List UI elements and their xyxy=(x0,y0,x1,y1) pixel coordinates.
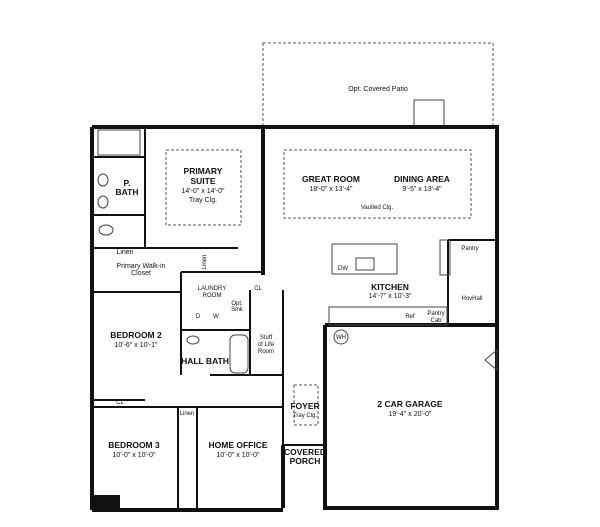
toilet-icon xyxy=(98,224,114,236)
corner-pillar xyxy=(92,495,120,510)
walkin-closet-label: Closet xyxy=(131,270,151,277)
interior-walls xyxy=(92,127,497,508)
linen-label: Linen xyxy=(202,255,208,270)
opt-sink-label: Sink xyxy=(231,307,244,313)
bedroom-2-label: BEDROOM 2 xyxy=(110,330,162,340)
closet-label: CL xyxy=(116,400,124,406)
pantry-cab-label: Pantry xyxy=(427,311,444,317)
garage-dims: 19'-4" x 20'-0" xyxy=(388,411,432,418)
dryer-label: D xyxy=(196,314,201,320)
sink-icon xyxy=(355,257,375,271)
ref-label: Ref xyxy=(405,314,415,320)
hovhall-label: HovHall xyxy=(461,296,482,302)
stuff-of-life-label: Room xyxy=(258,349,274,355)
p-bath-label: P. xyxy=(124,178,131,188)
bedroom-2-dims: 10'-6" x 10'-1" xyxy=(114,342,158,349)
vanity-sink-icon xyxy=(97,195,109,209)
opt-sink-label: Opt. xyxy=(231,301,243,307)
water-heater-label: WH xyxy=(336,335,346,341)
primary-tray-ceiling xyxy=(165,149,242,226)
washer-label: W xyxy=(213,314,219,320)
hall-bath-label: HALL BATH xyxy=(181,356,229,366)
fridge-nook xyxy=(439,239,451,276)
foyer-label: FOYER xyxy=(290,401,319,411)
patio-label: Opt. Covered Patio xyxy=(348,86,408,93)
dining-area-label: DINING AREA xyxy=(394,174,450,184)
foyer-tray-ceiling xyxy=(293,384,319,426)
covered-porch-label: PORCH xyxy=(290,456,321,466)
walkin-closet-label: Primary Walk-in xyxy=(116,263,165,270)
covered-patio-outline xyxy=(262,42,494,128)
bedroom-3-dims: 10'-0" x 10'-0" xyxy=(112,452,156,459)
bedroom-3-label: BEDROOM 3 xyxy=(108,440,160,450)
laundry-label: ROOM xyxy=(203,293,222,299)
linen-label: Linen xyxy=(180,411,195,417)
kitchen-label: KITCHEN xyxy=(371,282,409,292)
dining-area-dims: 9'-5" x 13'-4" xyxy=(402,186,442,193)
stuff-of-life-label: Stuff xyxy=(260,335,273,341)
primary-suite-label: SUITE xyxy=(190,176,215,186)
primary-suite-dims: 14'-0" x 14'-0" xyxy=(181,188,225,195)
bathtub-icon xyxy=(229,334,249,374)
closet-label: CL xyxy=(254,286,262,292)
home-office-label: HOME OFFICE xyxy=(208,440,267,450)
laundry-label: LAUNDRY xyxy=(198,286,227,292)
primary-suite-note: Tray Clg. xyxy=(189,197,217,204)
primary-suite-label: PRIMARY xyxy=(184,166,223,176)
pantry-label: Pantry xyxy=(461,246,478,252)
kitchen-counter xyxy=(328,306,448,326)
linen-label: Linen xyxy=(116,249,133,256)
vanity-sink-icon xyxy=(97,173,109,187)
hall-sink-icon xyxy=(186,335,200,345)
water-heater-icon xyxy=(333,329,349,345)
dishwasher-label: DW xyxy=(338,266,348,272)
kitchen-island xyxy=(331,243,398,275)
home-office-dims: 10'-0" x 10'-0" xyxy=(216,452,260,459)
garage-label: 2 CAR GARAGE xyxy=(377,399,443,409)
vaulted-label: Vaulted Clg. xyxy=(361,205,394,211)
foyer-note: Tray Clg. xyxy=(293,413,317,419)
great-room-vaulted-ceiling xyxy=(283,149,472,219)
covered-porch-label: COVERED xyxy=(284,447,326,457)
great-room-dims: 18'-0" x 13'-4" xyxy=(309,186,353,193)
great-room-label: GREAT ROOM xyxy=(302,174,360,184)
shower-icon xyxy=(97,129,141,156)
kitchen-dims: 14'-7" x 10'-3" xyxy=(368,293,412,300)
p-bath-label: BATH xyxy=(116,187,139,197)
stuff-of-life-label: of Life xyxy=(258,342,275,348)
garage-entry-step xyxy=(484,348,498,372)
pantry-cab-label: Cab xyxy=(430,318,442,324)
patio-step xyxy=(413,99,445,128)
